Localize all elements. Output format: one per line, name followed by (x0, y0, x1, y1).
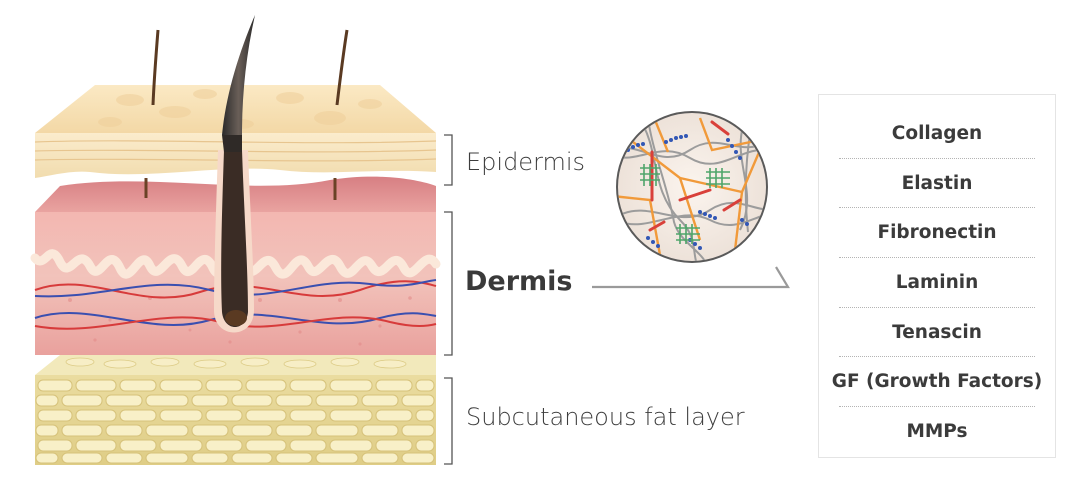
subcutaneous-fat-label: Subcutaneous fat layer (466, 403, 745, 431)
component-growth-factors: GF (Growth Factors) (832, 357, 1042, 408)
component-laminin: Laminin (839, 258, 1035, 308)
component-collagen: Collagen (839, 109, 1035, 159)
component-elastin: Elastin (839, 159, 1035, 209)
layer-brackets (444, 134, 453, 465)
dermis-label: Dermis (465, 266, 573, 297)
dermis-connector-arrow (592, 266, 790, 289)
component-tenascin: Tenascin (839, 308, 1035, 358)
ecm-magnified-view (616, 111, 768, 263)
hair-follicle (214, 15, 255, 333)
epidermis-label: Epidermis (466, 148, 586, 176)
component-fibronectin: Fibronectin (839, 208, 1035, 259)
ecm-components-panel: Collagen Elastin Fibronectin Laminin Ten… (818, 94, 1056, 458)
subcutaneous-fat-layer (35, 355, 436, 465)
component-mmps: MMPs (906, 421, 968, 443)
